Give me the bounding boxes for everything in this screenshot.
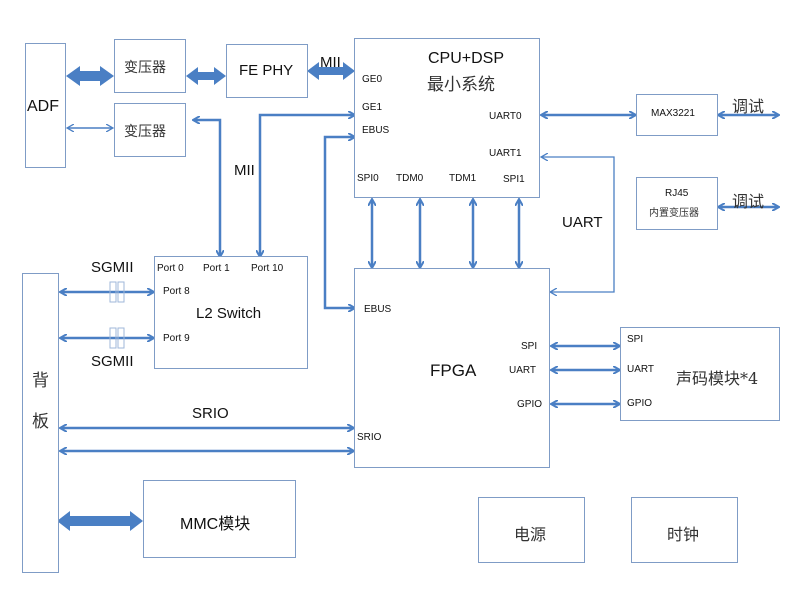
backplane-char-1: 背 bbox=[32, 371, 49, 391]
sgmii-top-label: SGMII bbox=[91, 259, 134, 276]
backplane-char-2: 板 bbox=[32, 412, 49, 432]
mmc-module-block: MMC模块 bbox=[143, 480, 296, 558]
debug-label-1: 调试 bbox=[732, 97, 765, 116]
port-spi1: SPI1 bbox=[503, 174, 525, 185]
sgmii-coupler-1a bbox=[109, 281, 117, 303]
fpga-port-ebus: EBUS bbox=[364, 304, 392, 315]
sgmii-coupler-2a bbox=[109, 327, 117, 349]
port-uart1: UART1 bbox=[489, 148, 522, 159]
port-tdm1: TDM1 bbox=[449, 173, 477, 184]
max3221-block: MAX3221 bbox=[636, 94, 718, 136]
backplane-block: 背 板 bbox=[22, 273, 59, 573]
debug-label-2: 调试 bbox=[732, 192, 765, 211]
fat-arrow-backplane-mmc bbox=[57, 511, 143, 531]
mmc-label: MMC模块 bbox=[180, 516, 251, 533]
fpga-title: FPGA bbox=[430, 361, 477, 380]
port-0: Port 0 bbox=[157, 263, 184, 274]
fat-arrow-transformer-phy bbox=[186, 67, 226, 85]
codec-port-gpio: GPIO bbox=[627, 398, 653, 409]
adf-label: ADF bbox=[27, 98, 59, 115]
transformer-1-label: 变压器 bbox=[124, 60, 166, 76]
rj45-label: RJ45 bbox=[665, 188, 689, 199]
port-1: Port 1 bbox=[203, 263, 230, 274]
fe-phy-label: FE PHY bbox=[239, 62, 294, 79]
sgmii-coupler-2b bbox=[117, 327, 125, 349]
power-label: 电源 bbox=[514, 525, 547, 544]
port-9: Port 9 bbox=[163, 333, 190, 344]
clock-block: 时钟 bbox=[631, 497, 738, 563]
cpu-subtitle: 最小系统 bbox=[427, 75, 495, 95]
uart-link-label: UART bbox=[562, 214, 603, 231]
adf-block: ADF bbox=[25, 43, 66, 168]
port-ebus: EBUS bbox=[362, 125, 390, 136]
fat-arrow-phy-cpu bbox=[307, 62, 355, 80]
max3221-label: MAX3221 bbox=[651, 108, 695, 119]
fpga-port-gpio: GPIO bbox=[517, 399, 543, 410]
codec-port-uart: UART bbox=[627, 364, 655, 375]
fpga-block: EBUS SPI UART GPIO SRIO FPGA bbox=[354, 268, 550, 468]
transformer-block-2: 变压器 bbox=[114, 103, 186, 157]
fe-phy-block: FE PHY bbox=[226, 44, 308, 98]
port-uart0: UART0 bbox=[489, 111, 522, 122]
sgmii-bottom-label: SGMII bbox=[91, 353, 134, 370]
codec-module-block: SPI UART GPIO 声码模块*4 bbox=[620, 327, 780, 421]
cpu-title: CPU+DSP bbox=[428, 50, 505, 67]
codec-title: 声码模块*4 bbox=[676, 369, 759, 388]
codec-port-spi: SPI bbox=[627, 334, 644, 345]
port-8: Port 8 bbox=[163, 286, 190, 297]
port-spi0: SPI0 bbox=[357, 173, 379, 184]
mii-mid-label: MII bbox=[234, 162, 255, 179]
port-ge0: GE0 bbox=[362, 74, 383, 85]
line-port10-ge1 bbox=[260, 115, 354, 256]
clock-label: 时钟 bbox=[667, 525, 700, 544]
fpga-port-srio: SRIO bbox=[357, 432, 382, 443]
fpga-port-uart: UART bbox=[509, 365, 537, 376]
fat-arrow-adf-transformer bbox=[66, 66, 114, 86]
fpga-port-spi: SPI bbox=[521, 341, 538, 352]
line-transformer2-port1 bbox=[194, 120, 220, 256]
cpu-dsp-block: CPU+DSP 最小系统 GE0 GE1 EBUS UART0 UART1 SP… bbox=[354, 38, 540, 198]
l2-switch-title: L2 Switch bbox=[196, 305, 262, 322]
rj45-sublabel: 内置变压器 bbox=[649, 208, 699, 219]
srio-link-label: SRIO bbox=[192, 405, 229, 422]
port-10: Port 10 bbox=[251, 263, 284, 274]
power-block: 电源 bbox=[478, 497, 585, 563]
rj45-block: RJ45 内置变压器 bbox=[636, 177, 718, 230]
sgmii-coupler-1b bbox=[117, 281, 125, 303]
line-uart1-fpga bbox=[542, 157, 615, 292]
transformer-2-label: 变压器 bbox=[124, 124, 166, 140]
transformer-block-1: 变压器 bbox=[114, 39, 186, 93]
port-ge1: GE1 bbox=[362, 102, 383, 113]
line-cpu-ebus-fpga-ebus bbox=[323, 137, 354, 308]
mii-top-label: MII bbox=[320, 54, 341, 71]
l2-switch-block: Port 0 Port 1 Port 10 Port 8 Port 9 L2 S… bbox=[154, 256, 308, 369]
port-tdm0: TDM0 bbox=[396, 173, 424, 184]
